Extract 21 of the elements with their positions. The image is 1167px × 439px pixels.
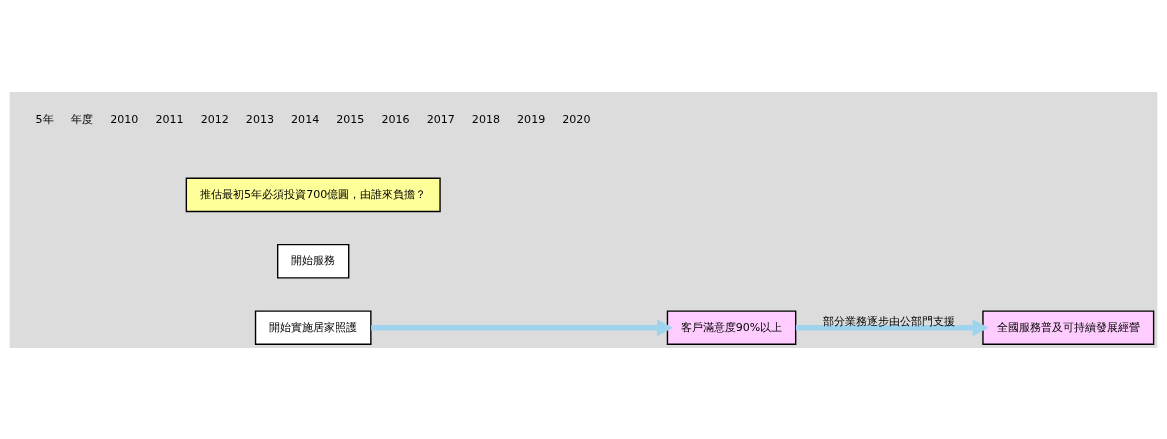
- arrow: [371, 318, 674, 336]
- label: 2012: [200, 112, 229, 126]
- label: 2020: [562, 112, 591, 126]
- node-box: 開始服務: [277, 243, 350, 279]
- label: 2010: [110, 112, 139, 126]
- label: 年度: [70, 112, 93, 126]
- node-box: 全國服務普及可持續發展經營: [982, 309, 1155, 345]
- node-box: 推估最初5年必須投資700億圓，由誰來負擔？: [185, 177, 441, 212]
- label: 2016: [381, 112, 410, 126]
- label: 2015: [336, 112, 365, 126]
- label: 2019: [517, 112, 546, 126]
- node-box: 客戶滿意度90%以上: [666, 309, 797, 345]
- label: 2018: [471, 112, 501, 126]
- label: 2017: [426, 112, 455, 126]
- node-box: 開始實施居家照護: [254, 309, 372, 345]
- label: 2014: [291, 112, 320, 126]
- edge-label: 部分業務逐步由公部門支援: [823, 314, 956, 328]
- label: 2013: [245, 112, 275, 126]
- label: 5年: [35, 112, 54, 126]
- arrow: [795, 318, 989, 336]
- label: 2011: [155, 112, 184, 126]
